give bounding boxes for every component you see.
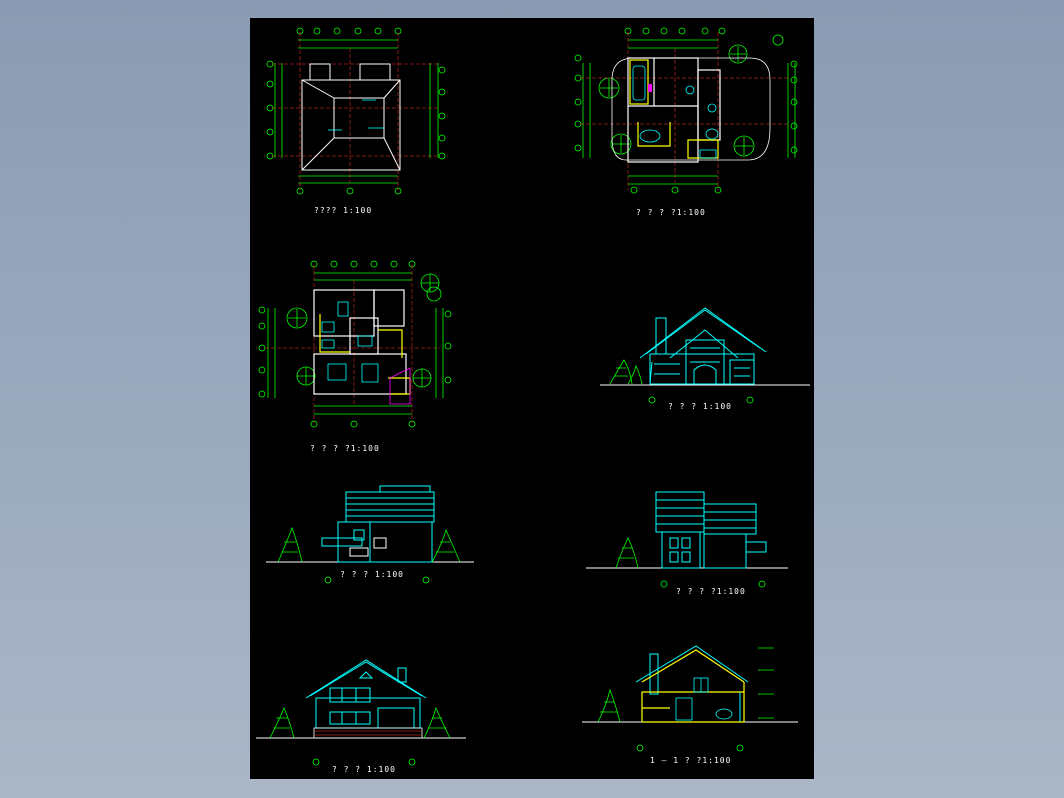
cad-drawing xyxy=(256,27,810,766)
front-elevation-caption: ? ? ? 1:100 xyxy=(668,402,732,411)
section-caption: 1 — 1 ? ?1:100 xyxy=(650,756,732,765)
front-elevation xyxy=(600,307,810,404)
upper-floor-plan xyxy=(258,260,452,428)
upper-floor-plan-caption: ? ? ? ?1:100 xyxy=(310,444,380,453)
ground-floor-plan xyxy=(574,27,798,194)
ground-floor-plan-caption: ? ? ? ?1:100 xyxy=(636,208,706,217)
right-elevation-caption: ? ? ? ?1:100 xyxy=(676,587,746,596)
right-elevation xyxy=(586,491,788,588)
drawing-sheet: ???? 1:100 ? ? ? ?1:100 ? ? ? ?1:100 ? ?… xyxy=(250,18,814,779)
left-elevation-caption: ? ? ? 1:100 xyxy=(340,570,404,579)
roof-plan-caption: ???? 1:100 xyxy=(314,206,373,215)
left-elevation xyxy=(266,485,474,584)
rear-elevation-caption: ? ? ? 1:100 xyxy=(332,765,396,774)
roof-plan xyxy=(266,27,446,195)
rear-elevation xyxy=(256,659,466,766)
section-1-1 xyxy=(582,645,798,752)
